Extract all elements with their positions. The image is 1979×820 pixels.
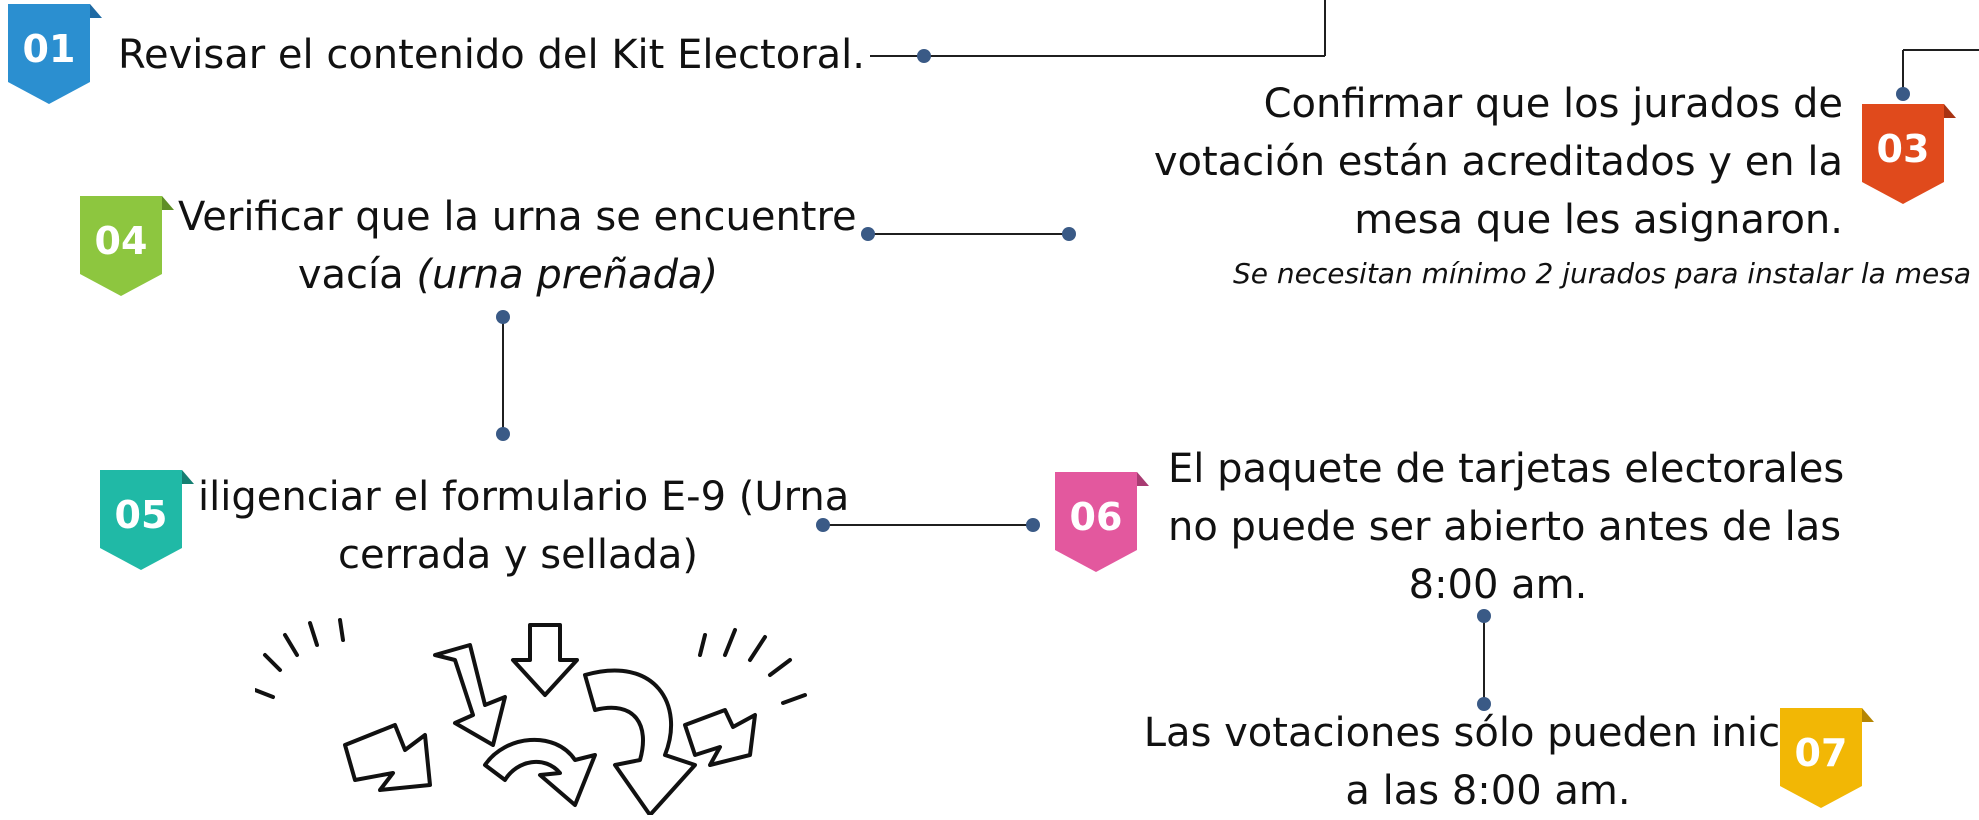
step-03-text: Confirmar que los jurados de votación es… bbox=[1154, 75, 1843, 249]
connector-dot bbox=[1062, 227, 1076, 241]
step-06-line-2: no puede ser abierto antes de las bbox=[1168, 504, 1842, 550]
arrow-shape-right bbox=[683, 708, 757, 767]
step-05-badge-shape bbox=[100, 470, 182, 570]
converging-arrows-illustration bbox=[255, 618, 807, 815]
step-03-number: 03 bbox=[1877, 127, 1930, 171]
step-04-badge: 04 bbox=[80, 196, 176, 296]
step-01-badge: 01 bbox=[8, 4, 104, 104]
connector-dot bbox=[1896, 87, 1910, 101]
step-05-text: iligenciar el formulario E-9 (Urna cerra… bbox=[198, 468, 850, 584]
arrow-shape-bottom-left bbox=[343, 723, 432, 792]
connector-dot bbox=[1477, 609, 1491, 623]
connector-dot bbox=[861, 227, 875, 241]
step-04-line-1: Verificar que la urna se encuentre bbox=[178, 194, 857, 240]
step-04-badge-shape bbox=[80, 196, 162, 296]
step-07-badge-fold bbox=[1862, 708, 1874, 722]
arrow-shape-inner-curve bbox=[483, 738, 597, 807]
step-05-badge-fold bbox=[182, 470, 194, 484]
step-05-badge: 05 bbox=[100, 470, 196, 570]
arrow-shape-large-curve bbox=[583, 668, 697, 815]
step-06-badge-fold bbox=[1137, 472, 1149, 486]
step-06-badge: 06 bbox=[1055, 472, 1151, 572]
step-05-line-2: cerrada y sellada) bbox=[338, 532, 698, 578]
step-04-text: Verificar que la urna se encuentre vacía… bbox=[178, 188, 857, 304]
step-07-line-1: Las votaciones sólo pueden iniciar bbox=[1143, 710, 1833, 756]
connector-dot bbox=[496, 310, 510, 324]
arrow-shape-down bbox=[511, 623, 579, 697]
step-06-line-3: 8:00 am. bbox=[1408, 562, 1588, 608]
burst-strokes bbox=[255, 618, 807, 705]
connector-dot bbox=[496, 427, 510, 441]
step-05-line-1: iligenciar el formulario E-9 (Urna bbox=[198, 474, 850, 520]
step-07-line-2: a las 8:00 am. bbox=[1345, 768, 1631, 814]
step-03-badge-shape bbox=[1862, 104, 1944, 204]
step-04-line-2: vacía (urna preñada) bbox=[178, 246, 838, 304]
step-01-text: Revisar el contenido del Kit Electoral. bbox=[118, 32, 865, 78]
step-04-badge-fold bbox=[162, 196, 174, 210]
step-06-badge-shape bbox=[1055, 472, 1137, 572]
step-03-note: Se necesitan mínimo 2 jurados para insta… bbox=[1232, 257, 1971, 290]
step-01-badge-fold bbox=[90, 4, 102, 18]
step-04-number: 04 bbox=[95, 219, 148, 263]
step-03-line-1: Confirmar que los jurados de bbox=[1263, 81, 1843, 127]
connector-dot bbox=[917, 49, 931, 63]
connector-dot bbox=[1026, 518, 1040, 532]
step-07-badge: 07 bbox=[1780, 708, 1876, 808]
step-01-badge-shape bbox=[8, 4, 90, 104]
connector-dot bbox=[1477, 697, 1491, 711]
step-03-badge-fold bbox=[1944, 104, 1956, 118]
step-07-text: Las votaciones sólo pueden iniciar a las… bbox=[1118, 704, 1858, 820]
step-06-number: 06 bbox=[1070, 495, 1123, 539]
step-03-line-3: mesa que les asignaron. bbox=[1354, 197, 1843, 243]
step-01-number: 01 bbox=[23, 27, 76, 71]
step-06-line-1: El paquete de tarjetas electorales bbox=[1168, 446, 1845, 492]
step-07-number: 07 bbox=[1795, 731, 1848, 775]
step-03-badge: 03 bbox=[1862, 104, 1958, 204]
step-03-line-2: votación están acreditados y en la bbox=[1153, 139, 1843, 185]
step-04-line-2-italic: (urna preñada) bbox=[416, 252, 719, 298]
step-05-number: 05 bbox=[115, 493, 168, 537]
step-04-line-2-plain: vacía bbox=[297, 252, 417, 298]
step-07-badge-shape bbox=[1780, 708, 1862, 808]
arrow-shape-left-curve bbox=[433, 643, 507, 747]
connector-dot bbox=[816, 518, 830, 532]
step-06-text: El paquete de tarjetas electorales no pu… bbox=[1168, 440, 1845, 614]
